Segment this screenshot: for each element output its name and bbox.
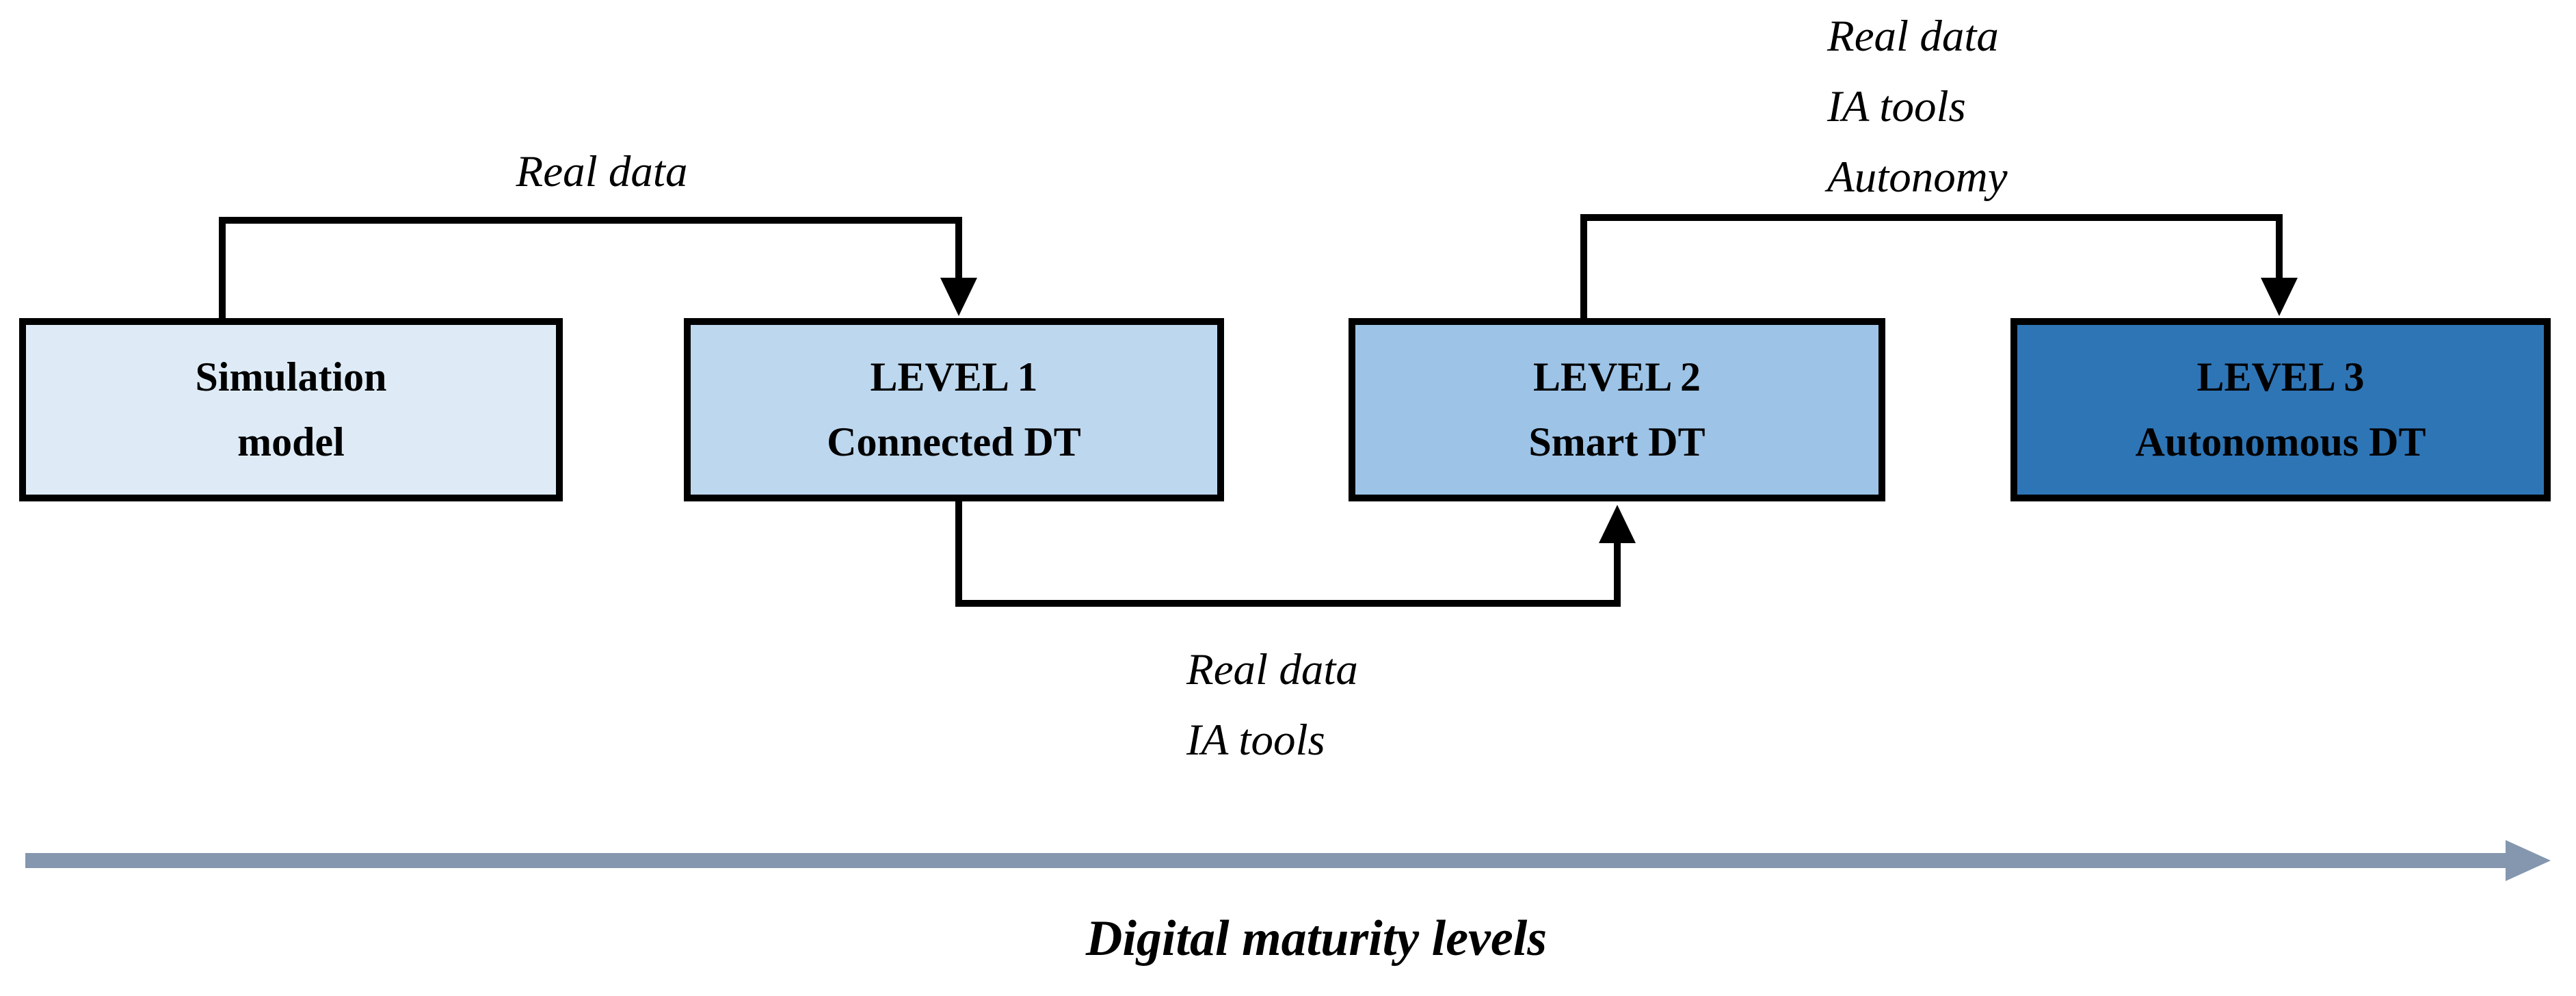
box-level3-autonomous-dt: LEVEL 3 Autonomous DT	[2010, 318, 2551, 501]
label-level2-to-level3-line1: Real data	[1827, 12, 1999, 61]
label-level1-to-level2-line2: IA tools	[1186, 716, 1325, 765]
arrowhead-up-into-level2-icon	[1599, 505, 1636, 543]
box-level3-line1: LEVEL 3	[2196, 354, 2365, 399]
box-simulation-model-line2: model	[237, 419, 345, 464]
box-level2-line2: Smart DT	[1528, 419, 1705, 464]
maturity-axis-arrow	[25, 840, 2551, 881]
box-level1-connected-dt: LEVEL 1 Connected DT	[684, 318, 1224, 501]
label-level1-to-level2: Real data IA tools	[1186, 635, 1358, 776]
box-level2-line1: LEVEL 2	[1532, 354, 1701, 399]
label-level2-to-level3-line3: Autonomy	[1827, 153, 2008, 202]
arrowhead-down-into-level3-icon	[2261, 278, 2298, 316]
label-level2-to-level3: Real data IA tools Autonomy	[1827, 1, 2008, 213]
connector-level2-to-level3	[1580, 214, 2298, 322]
connector-sim-to-level1	[219, 217, 977, 322]
box-simulation-model: Simulation model	[19, 318, 563, 501]
maturity-axis-arrowhead-icon	[2506, 840, 2551, 881]
box-level1-line2: Connected DT	[827, 419, 1081, 464]
connector-level1-to-level2	[955, 498, 1636, 607]
arrowhead-down-into-level1-icon	[940, 278, 977, 316]
label-level1-to-level2-line1: Real data	[1186, 645, 1358, 694]
label-level2-to-level3-line2: IA tools	[1827, 82, 1966, 131]
maturity-axis-label: Digital maturity levels	[1085, 910, 1548, 967]
box-level2-smart-dt: LEVEL 2 Smart DT	[1349, 318, 1885, 501]
label-sim-to-level1: Real data	[516, 137, 688, 207]
label-sim-to-level1-line1: Real data	[516, 147, 688, 196]
connector-level2-to-level3-line	[1580, 214, 2283, 322]
connector-level1-to-level2-line	[955, 498, 1621, 607]
box-simulation-model-line1: Simulation	[195, 354, 387, 399]
box-level3-line2: Autonomous DT	[2135, 419, 2426, 464]
box-level1-line1: LEVEL 1	[870, 354, 1038, 399]
connector-sim-to-level1-line	[219, 217, 962, 322]
